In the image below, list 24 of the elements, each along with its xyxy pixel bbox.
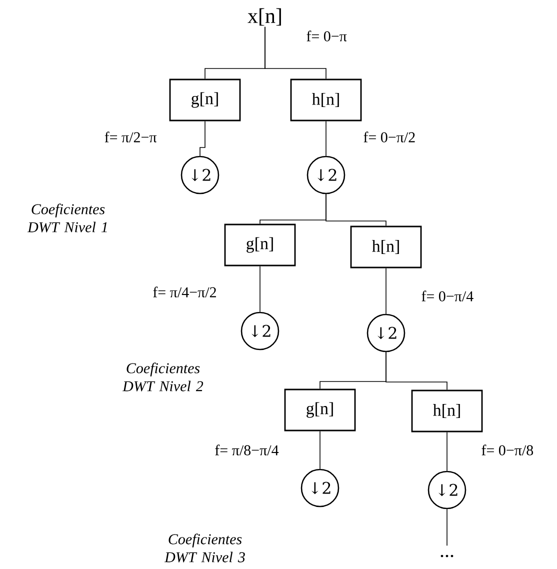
connector-line xyxy=(446,508,448,546)
connector-line xyxy=(446,432,448,472)
level-caption: Coeficientes DWT Nivel 2 xyxy=(122,362,204,392)
filter-box: g[n] xyxy=(169,78,241,122)
frequency-label: f= 0−π/2 xyxy=(364,132,415,142)
connector-line xyxy=(264,26,326,80)
filter-box: h[n] xyxy=(290,78,362,122)
connector-line xyxy=(386,352,448,390)
frequency-label: f= 0−π/8 xyxy=(482,444,534,456)
signal-label: x[n] xyxy=(248,8,281,26)
ellipsis: ... xyxy=(440,554,454,558)
frequency-label: f= π/8−π/4 xyxy=(215,444,279,456)
frequency-label: f= π/4−π/2 xyxy=(153,286,216,298)
connector-line xyxy=(200,120,206,156)
filter-box: h[n] xyxy=(411,390,483,432)
frequency-label: f= π/2−π xyxy=(104,132,157,142)
level-caption: Coeficientes DWT Nivel 1 xyxy=(27,204,107,232)
filter-box: g[n] xyxy=(224,224,296,266)
filter-box: h[n] xyxy=(350,226,422,268)
frequency-label: f= 0−π/4 xyxy=(422,290,474,302)
connector-line xyxy=(326,194,386,226)
level-caption: Coeficientes DWT Nivel 3 xyxy=(164,534,245,562)
filter-box: g[n] xyxy=(284,388,356,432)
frequency-label: f= 0−π xyxy=(306,30,347,42)
